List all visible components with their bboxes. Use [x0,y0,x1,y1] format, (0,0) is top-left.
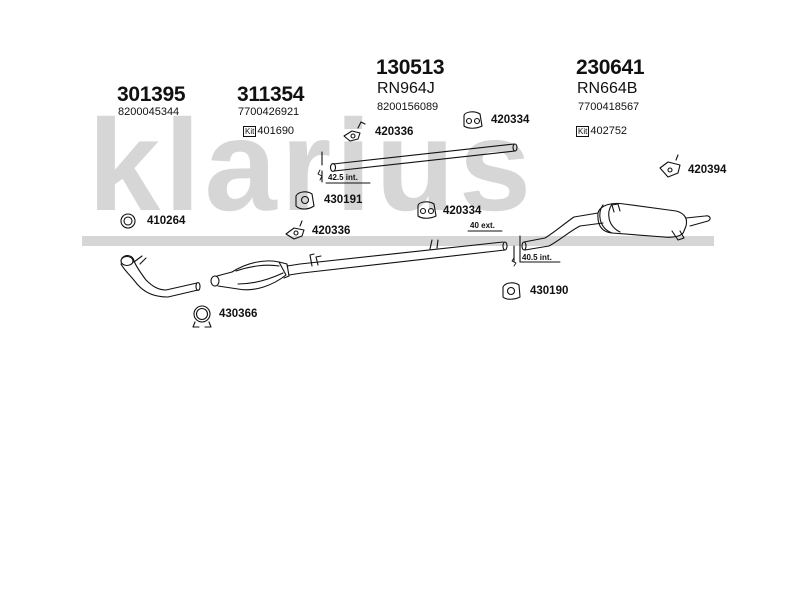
part-number-301395: 301395 [117,83,186,106]
oem-number: 8200045344 [118,106,180,118]
fitting-label: 410264 [147,215,186,227]
dimension-markers [317,169,561,267]
fitting-label: 420336 [375,126,414,138]
middle-pipe [299,239,508,274]
part-number-311354: 311354 [237,83,305,106]
fitting-rubber-420334-top [463,111,483,129]
kit-number: 402752 [590,125,628,137]
ref-code: RN664B [577,80,638,97]
fitting-label: 430366 [219,308,258,320]
rear-silencer [513,202,711,263]
fitting-clamp-430366 [192,305,212,328]
fitting-label: 420334 [491,114,530,126]
fitting-clamp-430190 [502,282,521,300]
part-number-230641: 230641 [576,56,645,79]
fitting-rubber-420334-mid [417,201,437,219]
fitting-hanger-420336-top [343,121,366,142]
centre-pipe [321,143,518,183]
fitting-label: 420336 [312,225,351,237]
dimension-label: 40 ext. [470,221,495,230]
watermark-underline [82,236,714,246]
part-number-130513: 130513 [376,56,445,79]
catalytic-converter [210,260,303,291]
oem-number: 7700426921 [238,106,300,118]
front-pipe [120,255,201,298]
fitting-hanger-420394 [659,154,681,178]
kit-badge: Kit [243,125,257,137]
fitting-label: 430190 [530,285,569,297]
dimension-label: 40.5 int. [522,253,552,262]
fitting-hanger-420336-mid [285,220,305,240]
fitting-clamp-430191 [295,191,315,210]
fitting-label: 430191 [324,194,363,206]
dimension-label: 42.5 int. [328,173,358,182]
oem-number: 8200156089 [377,101,439,113]
oem-number: 7700418567 [578,101,640,113]
fitting-label: 420394 [688,164,727,176]
kit-badge: Kit [576,125,590,137]
fitting-label: 420334 [443,205,482,217]
kit-number: 401690 [257,125,295,137]
kit-reference: Kit 401690 [243,125,294,137]
ref-code: RN964J [377,80,435,97]
fitting-ring-410264 [120,213,136,229]
kit-reference: Kit 402752 [576,125,627,137]
